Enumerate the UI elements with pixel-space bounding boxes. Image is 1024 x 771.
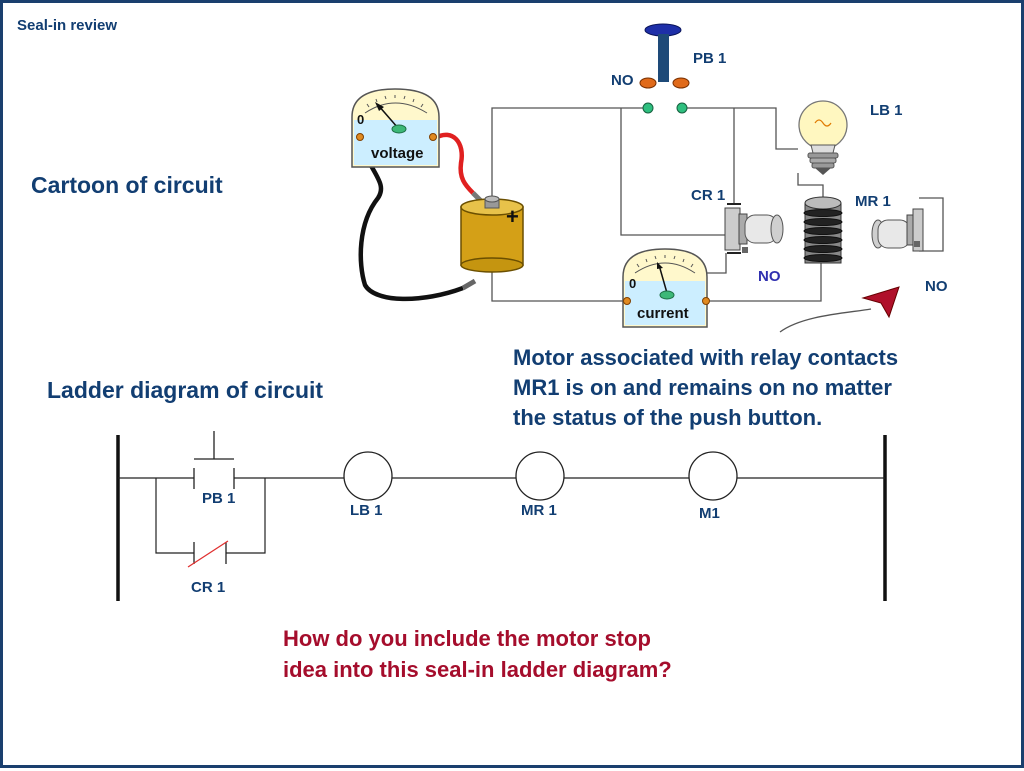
ladder-coil-m1: [688, 451, 738, 501]
motor-note-line: MR1 is on and remains on no matter: [513, 375, 892, 400]
cr1-no-label: NO: [758, 268, 781, 285]
slide-title: Seal-in review: [17, 17, 118, 34]
ladder-cr1-label: CR 1: [191, 579, 225, 596]
relay-contact-mr1: [871, 208, 924, 252]
light-bulb-lb1: [798, 100, 848, 175]
red-probe-wire: [433, 132, 475, 195]
motor-note-line: Motor associated with relay contacts: [513, 345, 899, 370]
cartoon-wiring: [491, 107, 944, 333]
mr1-no-label: NO: [925, 278, 948, 295]
ammeter: [622, 248, 710, 328]
motor-note-line: the status of the push button.: [513, 405, 823, 430]
ladder-coil-mr1: [515, 451, 565, 501]
question-line: idea into this seal-in ladder diagram?: [283, 657, 672, 682]
pb1-label: PB 1: [693, 50, 726, 67]
voltmeter-label: voltage: [371, 145, 424, 162]
battery-plus-label: +: [506, 204, 519, 229]
black-probe-wire: [357, 141, 464, 302]
question-line: How do you include the motor stop: [283, 626, 651, 651]
voltmeter: [351, 88, 440, 168]
ladder-heading: Ladder diagram of circuit: [47, 377, 324, 403]
ladder-lb1-label: LB 1: [350, 502, 383, 519]
voltmeter-zero-label: 0: [357, 112, 364, 127]
relay-coil: [803, 196, 843, 264]
ladder-m1-label: M1: [699, 505, 720, 522]
relay-contact-cr1: [724, 203, 784, 254]
ladder-mr1-label: MR 1: [521, 502, 557, 519]
question-text: How do you include the motor stop idea i…: [283, 623, 672, 685]
ladder-pb1-contact: [193, 431, 235, 489]
pb1-no-label: NO: [611, 72, 634, 89]
push-button-pb1: [639, 23, 690, 114]
pointer-arrow-icon: [861, 286, 900, 319]
ladder-diagram: [116, 431, 887, 601]
cr1-label: CR 1: [691, 187, 725, 204]
lb1-label: LB 1: [870, 102, 903, 119]
ammeter-zero-label: 0: [629, 276, 636, 291]
ammeter-label: current: [637, 305, 689, 322]
cartoon-heading: Cartoon of circuit: [31, 172, 223, 198]
ladder-cr1-contact: [187, 540, 229, 568]
circuit-figures: PB 1 NO LB 1 CR 1 NO MR 1 NO + 0 voltage…: [116, 23, 948, 601]
motor-note: Motor associated with relay contacts MR1…: [513, 343, 898, 433]
ladder-coil-lb1: [343, 451, 393, 501]
battery: [460, 195, 524, 273]
mr1-label: MR 1: [855, 193, 891, 210]
ladder-pb1-label: PB 1: [202, 490, 235, 507]
